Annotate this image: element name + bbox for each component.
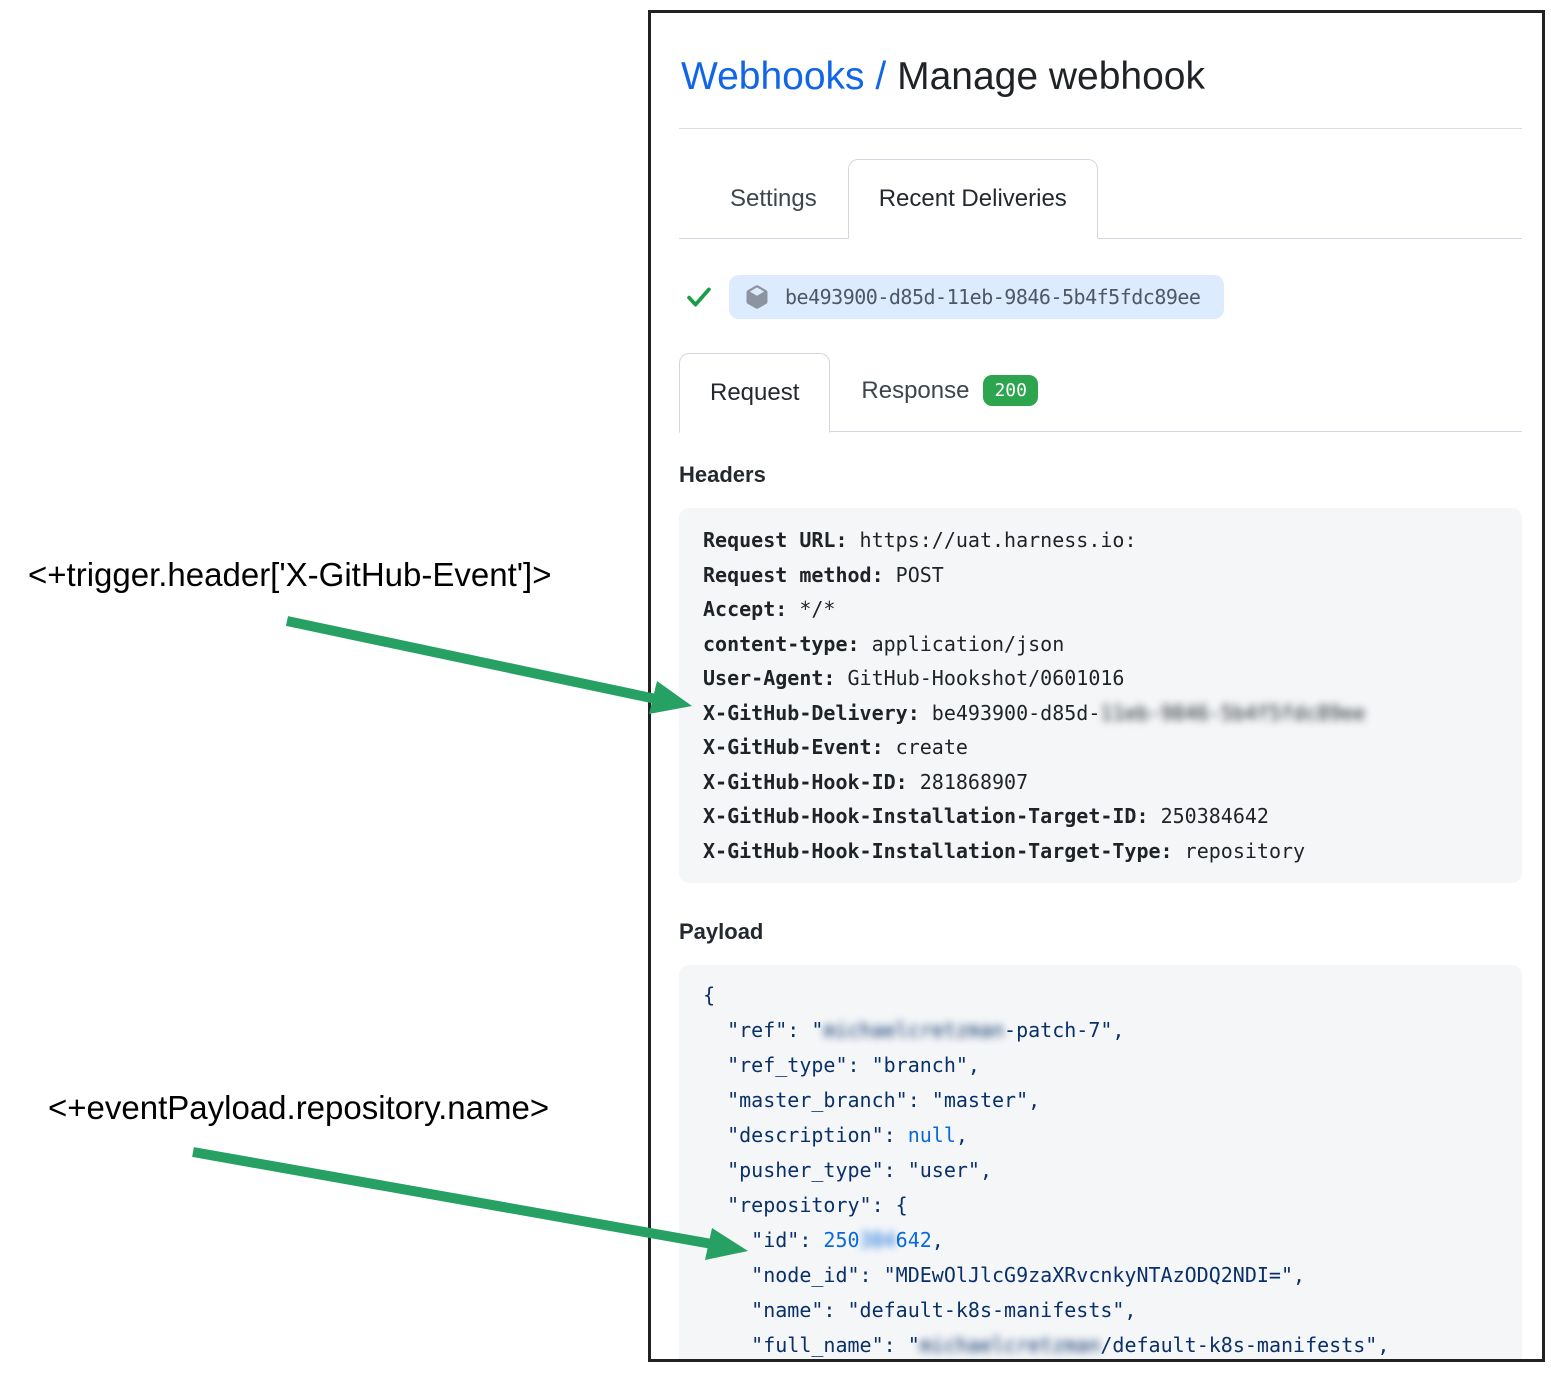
payload-segment: "ref": " xyxy=(703,1018,824,1043)
payload-line: "description": null, xyxy=(703,1118,1498,1153)
payload-line: "node_id": "MDEwOlJlcG9zaXRvcnkyNTAzODQ2… xyxy=(703,1258,1498,1293)
header-row: X-GitHub-Event: create xyxy=(703,730,1498,765)
header-key: X-GitHub-Hook-Installation-Target-Type: xyxy=(703,838,1173,863)
payload-segment: , xyxy=(955,1123,968,1148)
header-key: Request method: xyxy=(703,562,884,587)
header-value: https://uat.harness.io: xyxy=(847,528,1137,553)
breadcrumb-current: Manage webhook xyxy=(897,55,1205,98)
header-value: POST xyxy=(883,562,944,587)
header-row: User-Agent: GitHub-Hookshot/0601016 xyxy=(703,661,1498,696)
header-value: 281868907 xyxy=(907,769,1029,794)
payload-segment: 250 xyxy=(823,1228,860,1253)
payload-line: "id": 250384642, xyxy=(703,1223,1498,1258)
header-row: X-GitHub-Hook-Installation-Target-Type: … xyxy=(703,834,1498,869)
header-key: X-GitHub-Delivery: xyxy=(703,700,920,725)
headers-box: Request URL: https://uat.harness.io:Requ… xyxy=(679,508,1522,884)
payload-segment: "repository": { xyxy=(703,1193,908,1218)
payload-segment-redacted: michaelcretzman xyxy=(823,1018,1005,1043)
header-value: 250384642 xyxy=(1148,804,1269,829)
header-key: Accept: xyxy=(703,597,788,622)
header-value-redacted: 11eb-9846-5b4f5fdc89ee xyxy=(1100,700,1366,725)
payload-segment: "node_id": "MDEwOlJlcG9zaXRvcnkyNTAzODQ2… xyxy=(703,1263,1306,1288)
header-value: repository xyxy=(1172,838,1306,863)
header-value: create xyxy=(883,735,968,760)
header-key: Request URL: xyxy=(703,528,848,553)
tab-request[interactable]: Request xyxy=(679,352,831,433)
header-key: X-GitHub-Event: xyxy=(703,735,884,760)
payload-expression-label: <+eventPayload.repository.name> xyxy=(48,1089,550,1126)
header-value: be493900-d85d- xyxy=(919,700,1101,725)
header-row: Request URL: https://uat.harness.io: xyxy=(703,523,1498,558)
header-value: */* xyxy=(787,597,836,622)
payload-segment: 642 xyxy=(895,1228,932,1253)
webhook-panel: Webhooks / Manage webhook Settings Recen… xyxy=(648,10,1545,1362)
delivery-success-check-icon xyxy=(687,287,711,307)
payload-segment: /default-k8s-manifests", xyxy=(1100,1333,1390,1358)
payload-segment: "pusher_type": "user", xyxy=(703,1158,992,1183)
payload-section-title: Payload xyxy=(679,919,764,945)
payload-segment: "master_branch": "master", xyxy=(703,1088,1041,1113)
delivery-guid-pill[interactable]: be493900-d85d-11eb-9846-5b4f5fdc89ee xyxy=(729,274,1225,319)
delivery-guid: be493900-d85d-11eb-9846-5b4f5fdc89ee xyxy=(785,284,1201,309)
package-icon xyxy=(746,284,768,309)
header-key: X-GitHub-Hook-Installation-Target-ID: xyxy=(703,804,1149,829)
response-status-badge: 200 xyxy=(983,374,1038,407)
payload-segment: { xyxy=(703,983,716,1008)
header-key: User-Agent: xyxy=(703,666,836,691)
headers-section-title: Headers xyxy=(679,462,766,488)
header-key: content-type: xyxy=(703,631,860,656)
tab-response-label: Response xyxy=(861,376,970,404)
payload-segment: null xyxy=(907,1123,956,1148)
delivery-row: be493900-d85d-11eb-9846-5b4f5fdc89ee xyxy=(685,274,1522,319)
payload-line: "name": "default-k8s-manifests", xyxy=(703,1293,1498,1328)
tab-recent-deliveries[interactable]: Recent Deliveries xyxy=(847,159,1098,240)
header-row: X-GitHub-Hook-ID: 281868907 xyxy=(703,765,1498,800)
payload-segment: "id": xyxy=(703,1228,824,1253)
payload-line: "ref_type": "branch", xyxy=(703,1048,1498,1083)
header-row: X-GitHub-Delivery: be493900-d85d-11eb-98… xyxy=(703,696,1498,731)
payload-segment-redacted: michaelcretzman xyxy=(919,1333,1101,1358)
tab-settings[interactable]: Settings xyxy=(730,184,817,212)
request-response-tabbar: Request Response 200 xyxy=(679,349,1522,433)
trigger-expression-label: <+trigger.header['X-GitHub-Event']> xyxy=(28,556,552,593)
payload-line: "full_name": "michaelcretzman/default-k8… xyxy=(703,1328,1498,1359)
arrow-to-github-event-icon xyxy=(285,616,692,714)
header-key: X-GitHub-Hook-ID: xyxy=(703,769,908,794)
payload-line: "master_branch": "master", xyxy=(703,1083,1498,1118)
payload-line: "pusher_type": "user", xyxy=(703,1153,1498,1188)
header-row: Accept: */* xyxy=(703,592,1498,627)
header-row: Request method: POST xyxy=(703,558,1498,593)
payload-segment: -patch-7", xyxy=(1004,1018,1125,1043)
payload-segment: "full_name": " xyxy=(703,1333,920,1358)
payload-line: "ref": "michaelcretzman-patch-7", xyxy=(703,1013,1498,1048)
breadcrumb-webhooks-link[interactable]: Webhooks / xyxy=(681,55,887,98)
payload-segment: "description": xyxy=(703,1123,908,1148)
payload-segment: "name": "default-k8s-manifests", xyxy=(703,1298,1137,1323)
payload-box: { "ref": "michaelcretzman-patch-7", "ref… xyxy=(679,965,1522,1359)
title-divider xyxy=(679,127,1522,129)
header-row: X-GitHub-Hook-Installation-Target-ID: 25… xyxy=(703,799,1498,834)
header-value: application/json xyxy=(859,631,1065,656)
payload-segment: , xyxy=(931,1228,944,1253)
main-tabbar: Settings Recent Deliveries xyxy=(679,159,1522,240)
payload-segment: "ref_type": "branch", xyxy=(703,1053,980,1078)
header-value: GitHub-Hookshot/0601016 xyxy=(835,666,1125,691)
page-title: Webhooks / Manage webhook xyxy=(681,53,1522,102)
payload-line: "repository": { xyxy=(703,1188,1498,1223)
tab-response[interactable]: Response 200 xyxy=(830,349,1069,432)
payload-segment-redacted: 384 xyxy=(859,1228,896,1253)
payload-line: { xyxy=(703,978,1498,1013)
header-row: content-type: application/json xyxy=(703,627,1498,662)
